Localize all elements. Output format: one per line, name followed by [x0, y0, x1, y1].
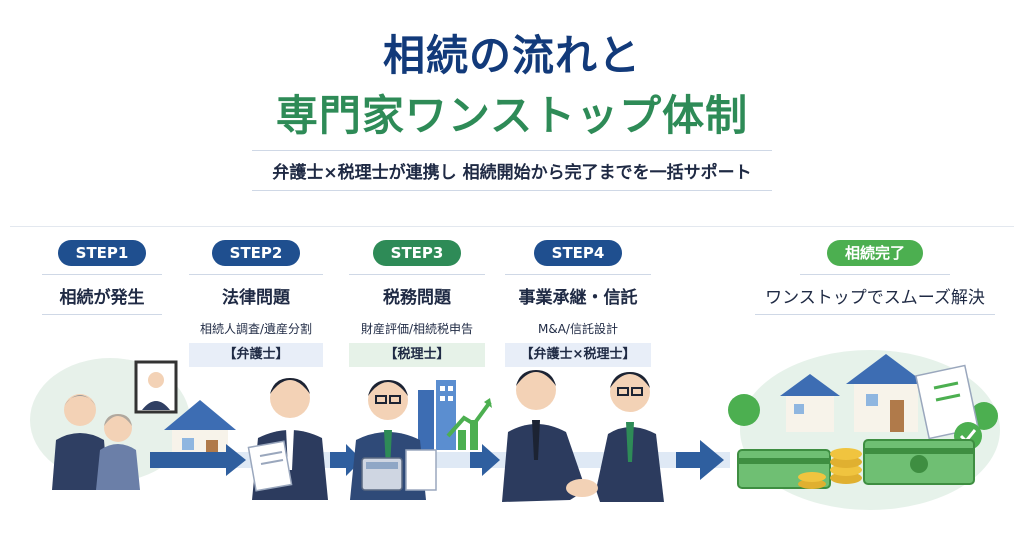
step2-title: 法律問題	[222, 288, 290, 308]
step1-rule-2	[42, 314, 162, 315]
illustration-strip	[30, 350, 1000, 510]
arrow-1	[150, 444, 246, 476]
step3-badge: STEP3	[372, 240, 462, 266]
step1-title: 相続が発生	[59, 288, 145, 308]
step2-role: 【弁護士】	[189, 343, 323, 367]
lawyer-document-icon	[247, 378, 328, 500]
step1-rule	[42, 274, 162, 275]
handshake-icon	[502, 370, 664, 502]
buildings-growth-icon	[418, 380, 492, 450]
tax-accountant-calculator-icon	[350, 380, 437, 500]
step2-subtitle: 相続人調査/遺産分割	[199, 322, 313, 336]
memorial-photo-icon	[134, 360, 178, 414]
step2-column: STEP2 法律問題 相続人調査/遺産分割 【弁護士】	[188, 240, 324, 367]
arrow-4	[676, 440, 724, 480]
step4-column: STEP4 事業承継・信託 M&A/信託設計 【弁護士×税理士】	[504, 240, 652, 367]
final-rule	[800, 274, 950, 275]
coins-icon	[798, 448, 862, 489]
final-badge: 相続完了	[826, 240, 923, 266]
step3-title: 税務問題	[383, 288, 451, 308]
final-title: ワンストップでスムーズ解決	[765, 288, 985, 308]
header-divider	[10, 226, 1014, 227]
step4-rule	[505, 274, 651, 275]
subtitle-top-rule	[252, 150, 772, 151]
step2-badge: STEP2	[211, 240, 301, 266]
subtitle-bottom-rule	[252, 190, 772, 191]
step4-title: 事業承継・信託	[518, 288, 638, 308]
step2-rule	[189, 274, 323, 275]
step3-role: 【税理士】	[349, 343, 485, 367]
arrow-3	[470, 444, 500, 476]
step4-subtitle: M&A/信託設計	[538, 322, 618, 336]
step3-rule	[349, 274, 485, 275]
final-column: 相続完了 ワンストップでスムーズ解決	[750, 240, 1000, 315]
step4-role: 【弁護士×税理士】	[505, 343, 651, 367]
step3-column: STEP3 税務問題 財産評価/相続税申告 【税理士】	[348, 240, 486, 367]
step1-badge: STEP1	[57, 240, 147, 266]
step4-badge: STEP4	[533, 240, 623, 266]
step3-subtitle: 財産評価/相続税申告	[360, 322, 474, 336]
page-title-line2: 専門家ワンストップ体制	[275, 91, 749, 140]
step1-column: STEP1 相続が発生	[40, 240, 164, 315]
family-icon	[30, 358, 190, 490]
subtitle: 弁護士×税理士が連携し 相続開始から完了までを一括サポート	[272, 163, 752, 183]
final-rule-2	[755, 314, 995, 315]
checklist-icon	[915, 364, 982, 450]
page-title-line1: 相続の流れと	[382, 31, 641, 80]
